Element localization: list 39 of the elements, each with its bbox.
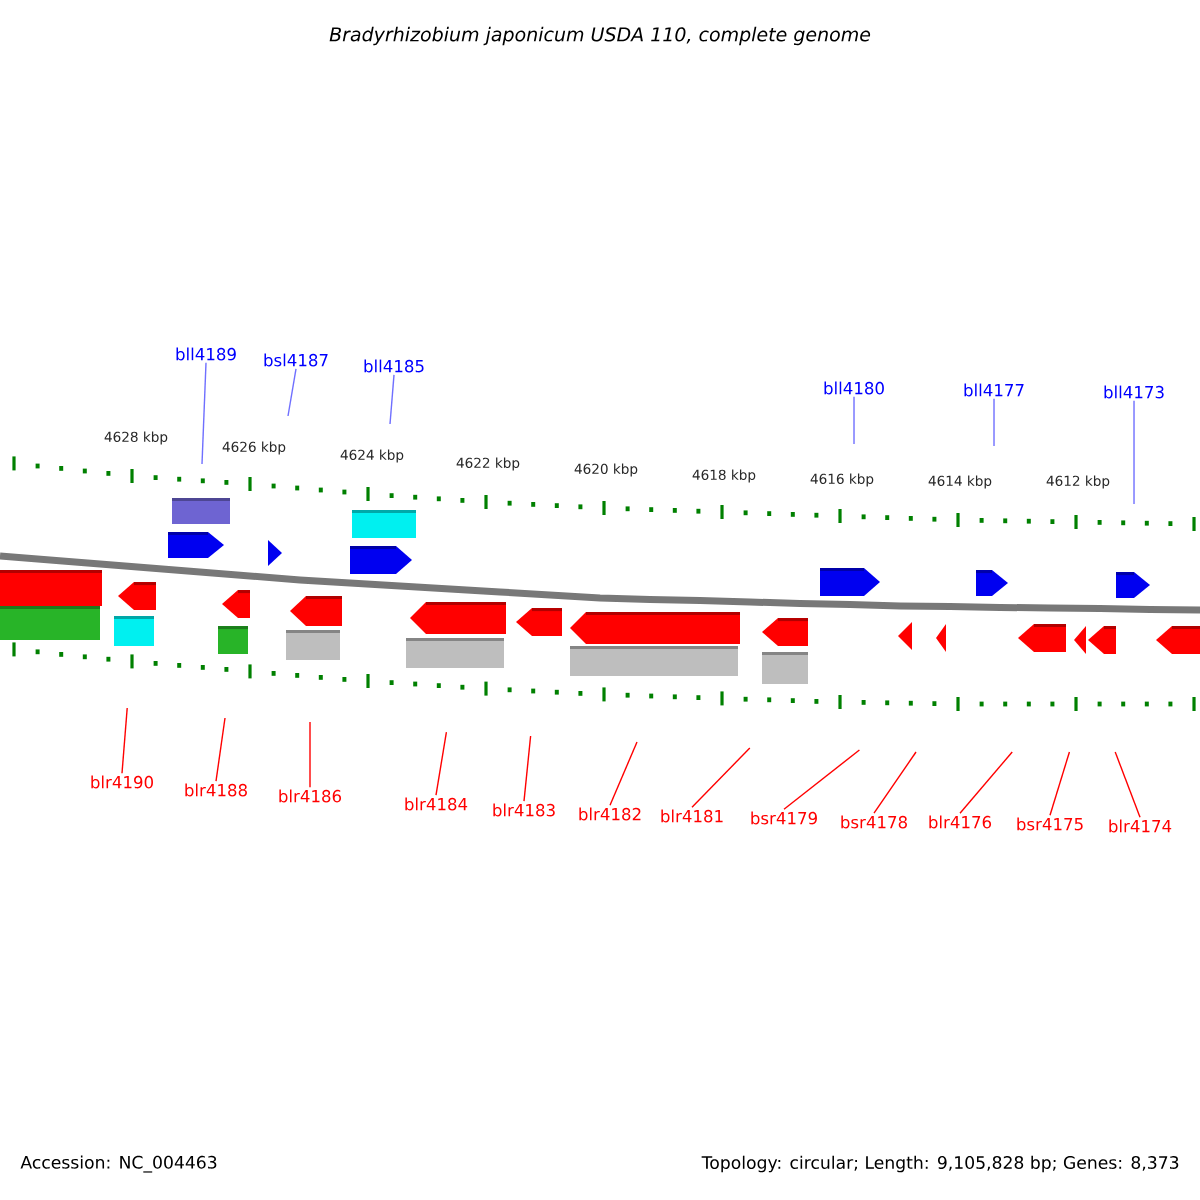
gene-label: bll4180 <box>824 381 884 395</box>
gene-label: bsl4187 <box>264 353 328 367</box>
gene-label: blr4181 <box>661 809 723 823</box>
leader-line <box>121 707 128 774</box>
leader-line <box>873 751 917 814</box>
gene-label: blr4190 <box>91 775 153 789</box>
leader-line <box>201 362 207 465</box>
leader-line <box>1114 751 1141 818</box>
leader-line <box>309 721 311 788</box>
gene-label: bsr4175 <box>1017 817 1083 831</box>
gene-label: bll4173 <box>1104 385 1164 399</box>
gene-label: blr4186 <box>279 789 342 803</box>
leader-line <box>993 398 995 447</box>
footer-text: Topology: circular; Length: 9,105,828 bp; Genes: 8,373 <box>701 1155 1179 1173</box>
gene-label: blr4176 <box>929 815 992 829</box>
gene-label: bsr4179 <box>751 811 817 825</box>
gene-label: blr4174 <box>1109 819 1172 833</box>
leader-line <box>853 396 855 445</box>
leader-line <box>287 368 297 417</box>
leader-line <box>609 741 638 806</box>
gene-label: blr4183 <box>493 803 555 817</box>
gene-label: bsr4178 <box>841 815 907 829</box>
leader-line <box>435 731 448 796</box>
gene-label: bll4177 <box>964 383 1024 397</box>
leader-line <box>691 747 751 808</box>
gene-label: bll4189 <box>176 347 236 361</box>
leader-line <box>389 374 395 425</box>
leader-line <box>1049 751 1071 816</box>
leader-line <box>1133 400 1135 505</box>
gene-label: blr4184 <box>405 797 468 811</box>
leader-line <box>959 751 1013 814</box>
leader-line <box>783 749 861 810</box>
title: Bradyrhizobium japonicum USDA 110, complete genome <box>329 26 871 46</box>
leader-line <box>215 717 226 782</box>
gene-label: blr4188 <box>185 783 247 797</box>
leader-line <box>523 735 532 802</box>
gene-label: bll4185 <box>364 359 424 373</box>
footer-text: Accession: NC_004463 <box>20 1155 217 1173</box>
gene-label: blr4182 <box>579 807 641 821</box>
